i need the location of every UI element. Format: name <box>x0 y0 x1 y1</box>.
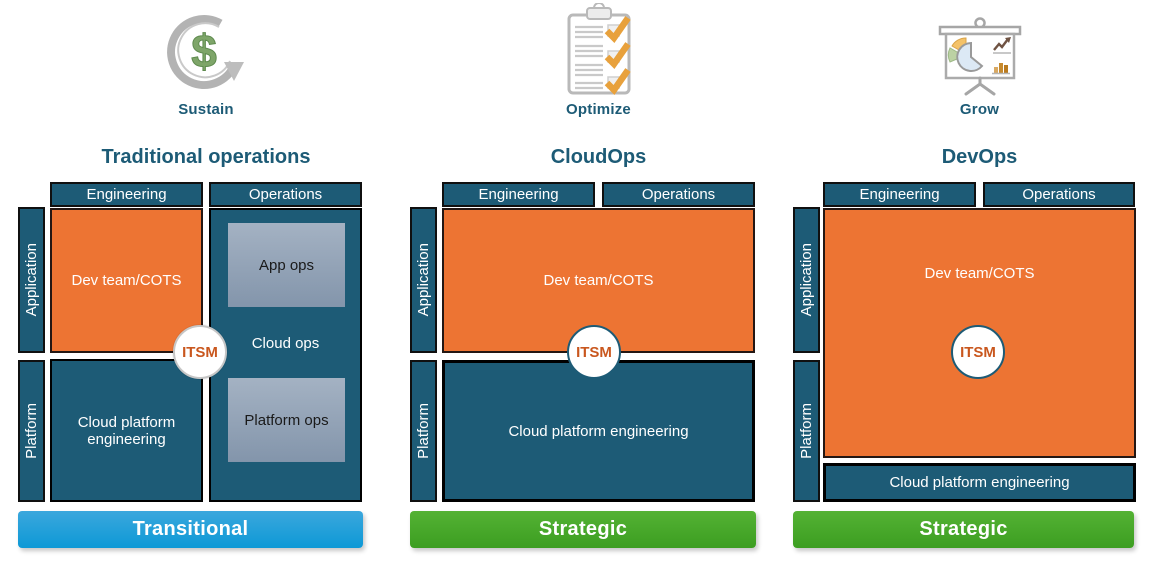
platform-ops-box: Platform ops <box>228 378 345 462</box>
itsm-circle: ITSM <box>951 325 1005 379</box>
cloud-platform-engineering-label: Cloud platform engineering <box>889 474 1070 491</box>
application-row-label: Application <box>18 207 45 353</box>
application-row-label: Application <box>410 207 437 353</box>
engineering-header-label: Engineering <box>86 186 167 203</box>
strategic-banner: Strategic <box>410 511 756 548</box>
operations-column-box: App ops Cloud ops Platform ops <box>209 208 362 502</box>
application-row-label-text: Application <box>415 243 432 317</box>
stage-label-optimize: Optimize <box>566 101 631 118</box>
platform-row-label: Platform <box>18 360 45 502</box>
strategic-banner-label: Strategic <box>919 518 1008 540</box>
stage-label-grow: Grow <box>959 101 1000 118</box>
operations-header-label: Operations <box>641 186 716 203</box>
operations-header-label: Operations <box>248 186 323 203</box>
platform-row-label: Platform <box>410 360 437 502</box>
cloud-platform-engineering-box: Cloud platform engineering <box>50 359 203 502</box>
column-title-traditional: Traditional operations <box>101 146 311 168</box>
cloud-platform-engineering-box: Cloud platform engineering <box>442 360 755 502</box>
engineering-header-label: Engineering <box>859 186 940 203</box>
transitional-banner-label: Transitional <box>132 518 249 540</box>
engineering-header: Engineering <box>442 182 595 207</box>
operations-header: Operations <box>602 182 755 207</box>
column-title-devops: DevOps <box>941 146 1018 168</box>
app-ops-box: App ops <box>228 223 345 307</box>
platform-row-label-text: Platform <box>23 403 40 459</box>
dev-team-cots-label: Dev team/COTS <box>924 265 1035 282</box>
itsm-label: ITSM <box>960 343 996 361</box>
platform-row-label-text: Platform <box>415 403 432 459</box>
operations-header: Operations <box>209 182 362 207</box>
dev-team-cots-label: Dev team/COTS <box>543 272 654 289</box>
engineering-header: Engineering <box>50 182 203 207</box>
itsm-label: ITSM <box>182 343 218 361</box>
stage-label-sustain: Sustain <box>178 101 234 118</box>
svg-text:$: $ <box>191 25 217 77</box>
transitional-banner: Transitional <box>18 511 363 548</box>
itsm-label: ITSM <box>576 343 612 361</box>
application-row-label: Application <box>793 207 820 353</box>
engineering-header-label: Engineering <box>478 186 559 203</box>
dev-team-cots-label: Dev team/COTS <box>71 272 182 289</box>
dev-team-cots-box: Dev team/COTS <box>50 208 203 353</box>
cloud-platform-engineering-label: Cloud platform engineering <box>508 422 689 440</box>
strategic-banner-label: Strategic <box>538 518 628 540</box>
cloud-ops-label: Cloud ops <box>251 335 320 352</box>
itsm-circle: ITSM <box>173 325 227 379</box>
dollar-refresh-icon: $ <box>50 4 362 98</box>
platform-ops-label: Platform ops <box>244 411 329 429</box>
itsm-circle: ITSM <box>567 325 621 379</box>
checklist-icon <box>442 2 755 98</box>
operations-header-label: Operations <box>1022 186 1096 203</box>
platform-row-label: Platform <box>793 360 820 502</box>
column-title-cloudops: CloudOps <box>550 146 647 168</box>
app-ops-label: App ops <box>258 256 315 274</box>
application-row-label-text: Application <box>798 243 815 317</box>
platform-row-label-text: Platform <box>798 403 815 459</box>
cloud-platform-engineering-label: Cloud platform engineering <box>77 413 176 448</box>
presentation-chart-icon <box>823 14 1136 98</box>
operations-header: Operations <box>983 182 1135 207</box>
engineering-header: Engineering <box>823 182 976 207</box>
cloud-platform-engineering-box: Cloud platform engineering <box>823 463 1136 502</box>
strategic-banner: Strategic <box>793 511 1134 548</box>
application-row-label-text: Application <box>23 243 40 317</box>
